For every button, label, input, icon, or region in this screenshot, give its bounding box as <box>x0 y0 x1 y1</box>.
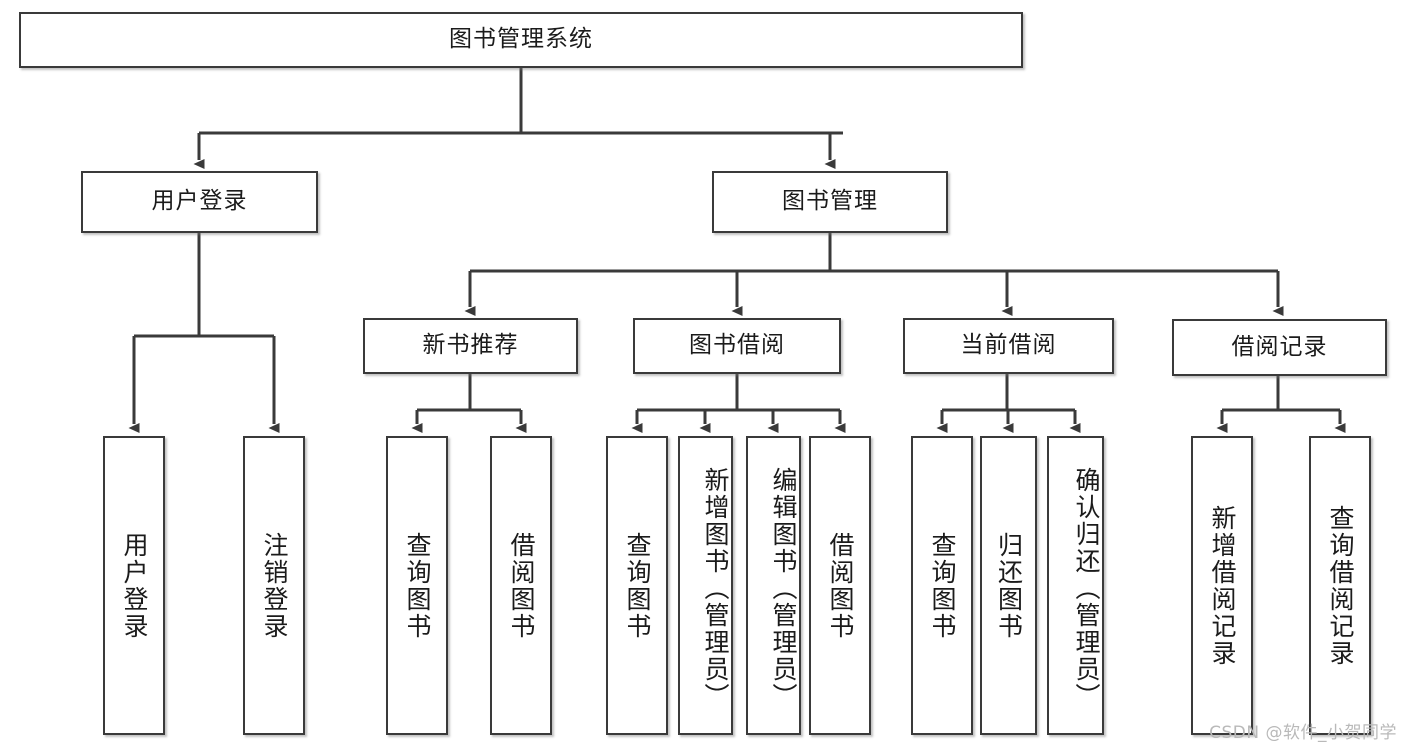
node-new-book-recommend[interactable]: 新书推荐 <box>363 318 578 374</box>
node-book-borrow[interactable]: 图书借阅 <box>633 318 841 374</box>
node-borrow-record-label: 借阅记录 <box>1231 333 1328 360</box>
node-root-label: 图书管理系统 <box>449 26 593 53</box>
leaf-current-confirm-return-admin[interactable]: 确认归还（管理员） <box>1047 436 1104 735</box>
leaf-label: 注销登录 <box>260 531 289 640</box>
leaf-user-login-login[interactable]: 用户登录 <box>103 436 165 735</box>
leaf-user-login-logout[interactable]: 注销登录 <box>243 436 305 735</box>
node-root[interactable]: 图书管理系统 <box>19 12 1023 68</box>
leaf-recommend-borrow-book[interactable]: 借阅图书 <box>490 436 552 735</box>
node-current-borrow-label: 当前借阅 <box>960 332 1057 359</box>
node-book-borrow-label: 图书借阅 <box>689 332 785 359</box>
node-user-login[interactable]: 用户登录 <box>81 171 318 233</box>
leaf-borrow-borrow-book[interactable]: 借阅图书 <box>809 436 871 735</box>
leaf-label: 查询借阅记录 <box>1326 504 1355 667</box>
leaf-label: 编辑图书（管理员） <box>769 467 798 710</box>
leaf-label: 用户登录 <box>120 531 149 640</box>
watermark: CSDN @软件_小贺同学 <box>1209 723 1397 743</box>
node-book-management-label: 图书管理 <box>782 188 878 215</box>
leaf-label: 借阅图书 <box>826 531 855 640</box>
leaf-label: 新增图书（管理员） <box>701 467 730 710</box>
leaf-current-query-book[interactable]: 查询图书 <box>911 436 973 735</box>
leaf-label: 确认归还（管理员） <box>1072 467 1101 710</box>
leaf-label: 查询图书 <box>928 531 957 640</box>
node-book-management[interactable]: 图书管理 <box>712 171 948 233</box>
node-borrow-record[interactable]: 借阅记录 <box>1172 319 1387 376</box>
leaf-label: 查询图书 <box>403 531 432 640</box>
node-new-book-recommend-label: 新书推荐 <box>422 332 519 359</box>
leaf-borrow-add-book-admin[interactable]: 新增图书（管理员） <box>678 436 733 735</box>
leaf-record-query-record[interactable]: 查询借阅记录 <box>1309 436 1371 735</box>
node-current-borrow[interactable]: 当前借阅 <box>903 318 1114 374</box>
leaf-record-add-record[interactable]: 新增借阅记录 <box>1191 436 1253 735</box>
leaf-label: 归还图书 <box>994 531 1024 640</box>
leaf-recommend-query-book[interactable]: 查询图书 <box>386 436 448 735</box>
leaf-borrow-query-book[interactable]: 查询图书 <box>606 436 668 735</box>
leaf-label: 借阅图书 <box>507 531 536 640</box>
node-user-login-label: 用户登录 <box>151 188 248 215</box>
leaf-borrow-edit-book-admin[interactable]: 编辑图书（管理员） <box>746 436 801 735</box>
leaf-label: 查询图书 <box>623 531 652 640</box>
leaf-current-return-book[interactable]: 归还图书 <box>980 436 1037 735</box>
leaf-label: 新增借阅记录 <box>1208 504 1237 667</box>
